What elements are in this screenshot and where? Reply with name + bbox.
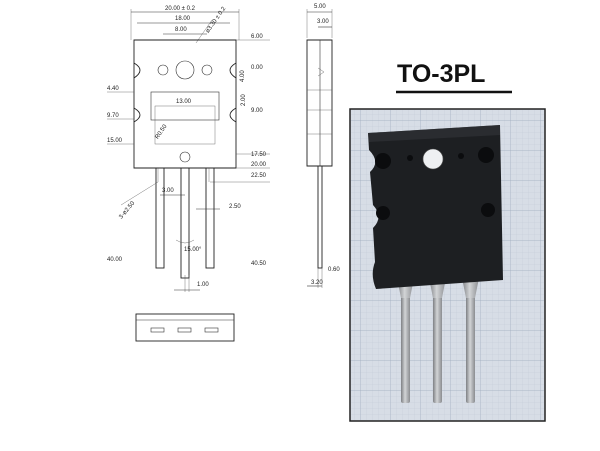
right-dim-1: 6.00 — [251, 34, 263, 40]
right-dim-7: 20.00 — [251, 162, 267, 168]
mounting-hole-right — [201, 64, 213, 76]
lead-slot-right — [204, 327, 219, 333]
left-dim-2: 9.70 — [107, 113, 119, 119]
right-dim-9: 40.50 — [251, 261, 267, 267]
hole-spacing-label: 18.00 — [175, 16, 191, 22]
photo-lead-center — [433, 285, 442, 403]
lead-holes-label: 3-ø2.50 — [118, 200, 136, 220]
die-window — [150, 91, 220, 121]
pin-one-mark — [179, 151, 191, 163]
bottom-view — [135, 313, 235, 342]
left-dim-3: 15.00 — [107, 138, 123, 144]
photo-center-hole — [422, 148, 444, 170]
lead-thickness-label: 1.00 — [197, 282, 209, 288]
lead-slot-left — [150, 327, 165, 333]
photo-lead-right — [466, 285, 475, 403]
radius-label: R0.50 — [154, 123, 168, 140]
right-dim-4: 2.00 — [241, 94, 247, 106]
mounting-hole-left — [157, 64, 169, 76]
left-dim-1: 4.40 — [107, 86, 119, 92]
right-dim-8: 22.50 — [251, 173, 267, 179]
side-lead — [317, 165, 323, 269]
right-dim-6: 17.50 — [251, 152, 267, 158]
inner-width-label: 8.00 — [175, 27, 187, 33]
mounting-hole-center — [175, 60, 195, 80]
left-dim-4: 40.00 — [107, 257, 123, 263]
photo-package-body — [368, 125, 503, 289]
front-view: 20.00 ± 0.2 18.00 8.00 ø3.30 ± 0.2 13.00… — [107, 6, 270, 292]
center-hole-label: ø3.30 ± 0.2 — [205, 6, 228, 35]
right-dim-3: 4.00 — [240, 70, 246, 82]
side-body-outline — [306, 39, 333, 167]
lead-pitch-label: 3.00 — [162, 188, 174, 194]
lead-center — [180, 167, 190, 279]
right-dim-2: 0.00 — [251, 65, 263, 71]
overall-width-label: 20.00 ± 0.2 — [165, 6, 196, 12]
side-lead-pos-label: 3.20 — [311, 280, 323, 286]
side-tab-label: 3.00 — [317, 19, 329, 25]
lead-slot-center — [177, 327, 192, 333]
lead-left — [155, 167, 165, 269]
right-dim-5: 9.00 — [251, 108, 263, 114]
angle-label: 15.00° — [184, 247, 202, 253]
package-title: TO-3PL — [397, 60, 485, 88]
photo-lead-left — [401, 285, 410, 403]
lead-right — [205, 167, 215, 269]
side-view: 5.00 3.00 0.60 3.20 — [306, 4, 340, 288]
side-thickness-label: 5.00 — [314, 4, 326, 10]
lead-width-label: 2.50 — [229, 204, 241, 210]
component-photo — [349, 108, 546, 422]
side-lead-offset-label: 0.60 — [328, 267, 340, 273]
window-width-label: 13.00 — [176, 99, 192, 105]
